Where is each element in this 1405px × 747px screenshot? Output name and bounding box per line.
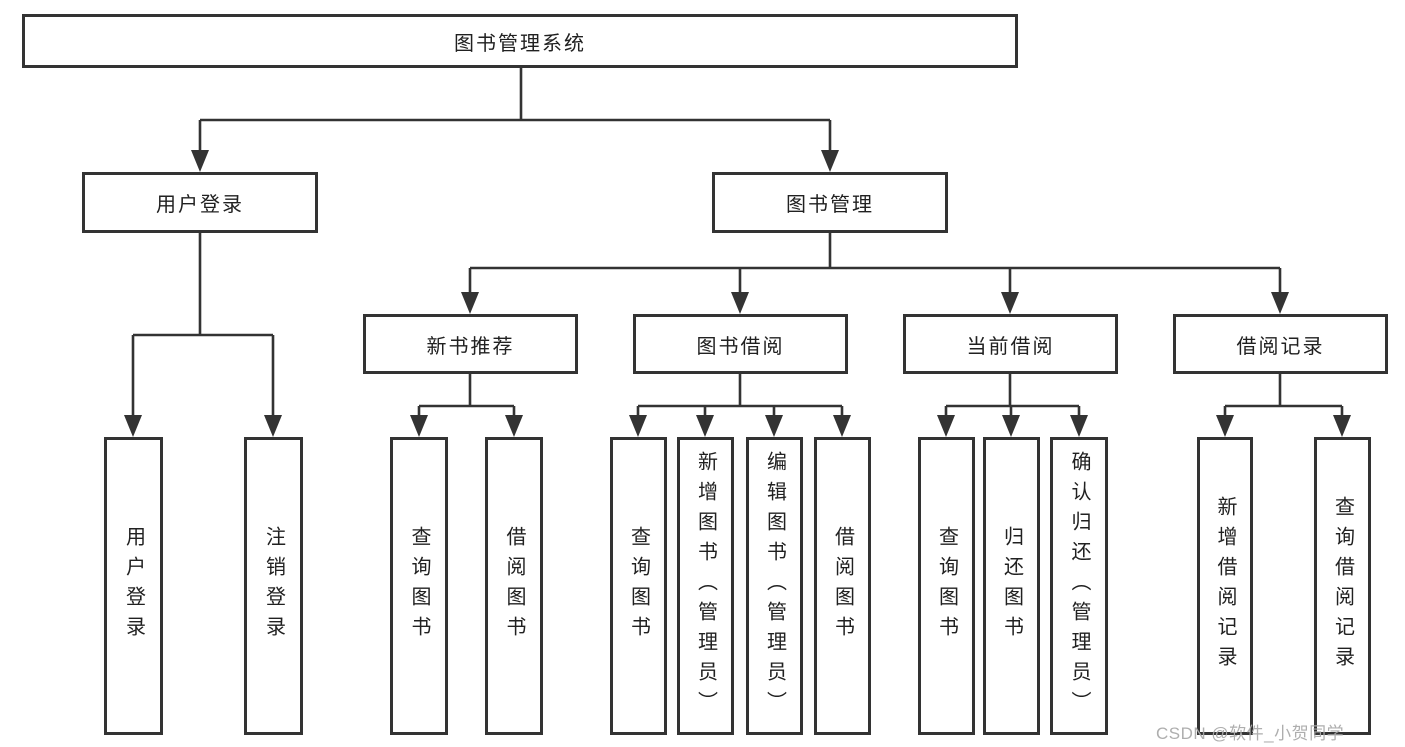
- leaf-confirm-return-admin: 确认归还（管理员）: [1050, 437, 1108, 735]
- leaf-borrow-books-borrowing: 借阅图书: [814, 437, 871, 735]
- node-new-book-recommend-label: 新书推荐: [426, 335, 515, 358]
- node-new-book-recommend: 新书推荐: [363, 314, 578, 374]
- node-user-login-label: 用户登录: [156, 194, 244, 216]
- node-current-borrowing-label: 当前借阅: [966, 335, 1055, 358]
- leaf-add-borrow-record: 新增借阅记录: [1197, 437, 1253, 735]
- arrowheads: [124, 150, 1351, 437]
- node-borrow-records: 借阅记录: [1173, 314, 1388, 374]
- node-book-management-label: 图书管理: [786, 194, 874, 216]
- leaf-add-borrow-record-label: 新增借阅记录: [1214, 496, 1236, 676]
- leaf-borrow-books-borrowing-label: 借阅图书: [831, 526, 854, 646]
- leaf-add-books-admin-label: 新增图书（管理员）: [694, 451, 717, 721]
- leaf-query-borrow-record-label: 查询借阅记录: [1331, 496, 1354, 676]
- leaf-query-books-borrowing: 查询图书: [610, 437, 667, 735]
- leaf-query-books-current: 查询图书: [918, 437, 975, 735]
- leaf-user-login-label: 用户登录: [122, 526, 145, 646]
- node-book-borrowing: 图书借阅: [633, 314, 848, 374]
- node-root-label: 图书管理系统: [454, 32, 586, 55]
- leaf-query-books-borrowing-label: 查询图书: [627, 526, 650, 646]
- leaf-edit-books-admin: 编辑图书（管理员）: [746, 437, 803, 735]
- leaf-borrow-books-recommend-label: 借阅图书: [503, 526, 525, 646]
- leaf-return-books-label: 归还图书: [1000, 526, 1023, 646]
- leaf-query-books-recommend: 查询图书: [390, 437, 448, 735]
- node-user-login: 用户登录: [82, 172, 318, 233]
- leaf-query-borrow-record: 查询借阅记录: [1314, 437, 1371, 735]
- node-book-borrowing-label: 图书借阅: [696, 335, 785, 358]
- leaf-confirm-return-admin-label: 确认归还（管理员）: [1068, 451, 1090, 721]
- leaf-query-books-current-label: 查询图书: [935, 526, 958, 646]
- leaf-user-login: 用户登录: [104, 437, 163, 735]
- node-current-borrowing: 当前借阅: [903, 314, 1118, 374]
- leaf-logout-label: 注销登录: [262, 526, 285, 646]
- node-book-management: 图书管理: [712, 172, 948, 233]
- leaf-logout: 注销登录: [244, 437, 303, 735]
- leaf-edit-books-admin-label: 编辑图书（管理员）: [763, 451, 786, 721]
- node-borrow-records-label: 借阅记录: [1236, 335, 1325, 358]
- leaf-add-books-admin: 新增图书（管理员）: [677, 437, 734, 735]
- leaf-return-books: 归还图书: [983, 437, 1040, 735]
- node-root: 图书管理系统: [22, 14, 1018, 68]
- leaf-borrow-books-recommend: 借阅图书: [485, 437, 543, 735]
- branch-lines: [131, 68, 1344, 419]
- watermark-text: CSDN @软件_小贺同学: [1156, 724, 1345, 743]
- leaf-query-books-recommend-label: 查询图书: [408, 526, 430, 646]
